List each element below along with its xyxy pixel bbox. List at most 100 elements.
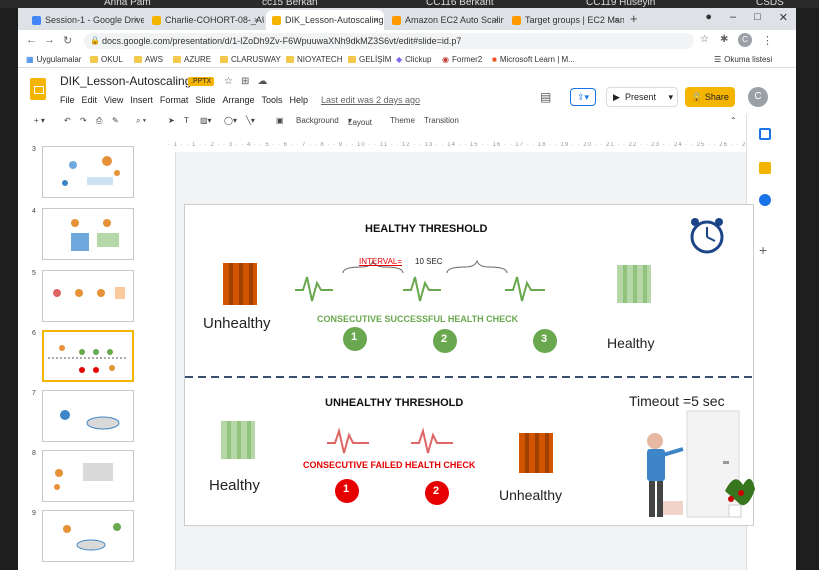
slide-thumbnail-selected[interactable] xyxy=(42,330,134,382)
doc-title[interactable]: DIK_Lesson-Autoscaling xyxy=(60,74,192,88)
menu-file[interactable]: File xyxy=(60,95,75,105)
menu-help[interactable]: Help xyxy=(289,95,308,105)
bookmark-label: AZURE xyxy=(184,55,212,64)
line-icon[interactable]: ╲▾ xyxy=(246,116,255,125)
profile-avatar[interactable]: C xyxy=(738,33,752,47)
paint-format-icon[interactable]: ✎ xyxy=(112,116,119,125)
bookmark-folder[interactable]: AZURE xyxy=(173,55,211,64)
chevron-down-icon[interactable]: ▾ xyxy=(668,92,673,102)
slide-number: 7 xyxy=(32,390,36,397)
slide-number: 3 xyxy=(32,146,36,153)
menu-insert[interactable]: Insert xyxy=(130,95,153,105)
calendar-icon[interactable] xyxy=(759,128,771,140)
select-icon[interactable]: ➤ xyxy=(168,116,175,125)
menu-edit[interactable]: Edit xyxy=(81,95,98,105)
bookmark-folder[interactable]: AWS xyxy=(134,55,163,64)
comments-icon[interactable]: ▤ xyxy=(540,90,552,104)
bookmark-mslearn[interactable]: ■Microsoft Learn | M... xyxy=(492,55,575,64)
move-folder-icon[interactable]: ⊞ xyxy=(240,76,250,87)
slides-icon xyxy=(152,15,161,25)
zoom-icon[interactable]: ⌕ ▾ xyxy=(136,116,147,125)
bookmark-folder[interactable]: NIOYATECH xyxy=(286,55,342,64)
bookmark-folder[interactable]: CLARUSWAY xyxy=(220,55,281,64)
redo-icon[interactable]: ↷ xyxy=(80,116,87,125)
slide-thumbnail[interactable] xyxy=(42,208,134,260)
close-window-icon[interactable]: ✕ xyxy=(778,12,788,24)
menu-view[interactable]: View xyxy=(104,95,124,105)
collapse-toolbar-icon[interactable]: ⌃ xyxy=(730,116,737,125)
menu-arrange[interactable]: Arrange xyxy=(222,95,255,105)
forward-icon[interactable]: → xyxy=(44,34,55,46)
image-icon[interactable]: ▨▾ xyxy=(200,116,212,125)
meet-present-icon[interactable]: ⇪▾ xyxy=(570,88,596,106)
browser-menu-icon[interactable]: ⋮ xyxy=(762,35,773,47)
tab-label: Charlie-COHORT-08-_AUT xyxy=(165,15,264,25)
present-label: Present xyxy=(625,92,657,102)
slide-thumbnail[interactable] xyxy=(42,450,134,502)
slide-thumbnail[interactable] xyxy=(42,146,134,198)
extensions-icon[interactable]: ✱ xyxy=(720,34,729,45)
close-icon[interactable]: × xyxy=(493,15,499,25)
comment-add-icon[interactable]: ▣ xyxy=(276,116,284,125)
browser-tab[interactable]: Target groups | EC2 Manz× xyxy=(506,10,624,30)
transition-button[interactable]: Transition xyxy=(424,116,459,125)
add-addon-icon[interactable]: + xyxy=(759,242,768,258)
success-step-circle xyxy=(433,329,457,353)
browser-tab[interactable]: Charlie-COHORT-08-_AUT× xyxy=(146,10,264,30)
browser-tab[interactable]: Amazon EC2 Auto Scaling× xyxy=(386,10,504,30)
menu-tools[interactable]: Tools xyxy=(261,95,283,105)
textbox-icon[interactable]: T xyxy=(184,116,189,125)
slide-thumbnail[interactable] xyxy=(42,270,134,322)
menu-format[interactable]: Format xyxy=(159,95,189,105)
shape-icon[interactable]: ◯▾ xyxy=(224,116,237,125)
maximize-icon[interactable]: □ xyxy=(754,11,761,23)
share-button[interactable]: 🔒 Share xyxy=(685,87,735,107)
url-input[interactable]: 🔒docs.google.com/presentation/d/1-IZoDh9… xyxy=(84,33,694,49)
background-button[interactable]: Background xyxy=(296,116,339,125)
browser-window: Session-1 - Google Drive× Charlie-COHORT… xyxy=(18,8,796,570)
close-icon[interactable]: × xyxy=(613,15,619,25)
star-icon[interactable]: ☆ xyxy=(224,76,233,87)
tab-search-icon[interactable]: ● xyxy=(705,11,712,23)
layout-button[interactable]: Layout▾ xyxy=(348,116,373,127)
slide-thumbnail[interactable] xyxy=(42,510,134,562)
keep-icon[interactable] xyxy=(759,162,771,174)
reload-icon[interactable]: ↻ xyxy=(63,35,73,47)
slide-thumbnail[interactable] xyxy=(42,390,134,442)
bookmark-clickup[interactable]: ◆Clickup xyxy=(396,55,431,64)
browser-tab-active[interactable]: DIK_Lesson-Autoscaling.p× xyxy=(266,10,384,30)
slides-logo-icon[interactable] xyxy=(30,78,46,100)
bookmark-former2[interactable]: ◉Former2 xyxy=(442,55,482,64)
tasks-icon[interactable] xyxy=(759,194,771,206)
heartbeat-icon xyxy=(403,276,441,302)
interval-value: 10 SEC xyxy=(415,257,443,266)
new-slide-button[interactable]: + ▾ xyxy=(34,116,45,125)
theme-button[interactable]: Theme xyxy=(390,116,415,125)
slide-number: 9 xyxy=(32,510,36,517)
bookmark-folder[interactable]: GELİŞİM xyxy=(348,55,391,64)
minimize-icon[interactable]: – xyxy=(730,11,737,23)
folder-icon xyxy=(348,56,356,63)
print-icon[interactable]: ⎙ xyxy=(96,116,103,125)
tab-label: Amazon EC2 Auto Scaling xyxy=(405,15,504,25)
new-tab-button[interactable]: + xyxy=(630,11,638,26)
close-icon[interactable]: × xyxy=(133,15,139,25)
timeout-label: Timeout =5 sec xyxy=(629,393,725,409)
slide-content[interactable]: HEALTHY THRESHOLD INTERVAL= 10 SEC Unhea… xyxy=(184,204,755,526)
undo-icon[interactable]: ↶ xyxy=(64,116,71,125)
close-icon[interactable]: × xyxy=(253,15,259,25)
ec2-instance-icon xyxy=(223,263,257,305)
bookmark-apps[interactable]: ▦Uygulamalar xyxy=(26,55,81,64)
present-button[interactable]: ▶Present▾ xyxy=(606,87,678,107)
consecutive-success-label: CONSECUTIVE SUCCESSFUL HEALTH CHECK xyxy=(317,314,519,324)
menu-slide[interactable]: Slide xyxy=(195,95,216,105)
last-edit-link[interactable]: Last edit was 2 days ago xyxy=(321,95,421,105)
browser-tab[interactable]: Session-1 - Google Drive× xyxy=(26,10,144,30)
participant-name: cc15 Berkan xyxy=(262,0,318,8)
user-avatar[interactable]: C xyxy=(748,87,768,107)
reading-list[interactable]: ☰Okuma listesi xyxy=(714,55,772,64)
close-icon[interactable]: × xyxy=(373,15,379,25)
bookmark-folder[interactable]: OKUL xyxy=(90,55,123,64)
back-icon[interactable]: ← xyxy=(26,34,37,46)
star-icon[interactable]: ☆ xyxy=(700,34,709,45)
